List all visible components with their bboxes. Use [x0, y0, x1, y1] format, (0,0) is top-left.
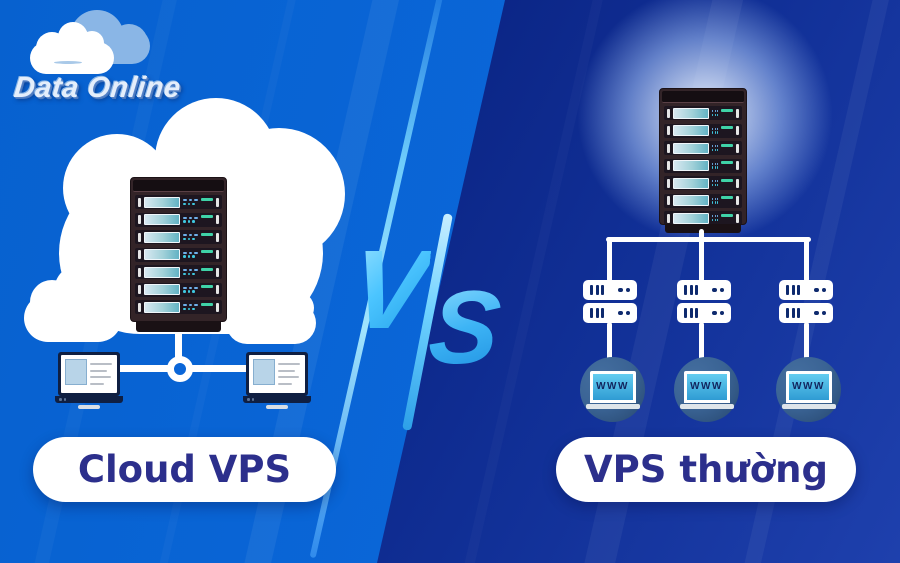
- laptop-base: [781, 403, 836, 409]
- laptop-screen: WWW: [589, 370, 636, 403]
- laptop-base: [585, 403, 640, 409]
- screen-image-placeholder: [253, 359, 275, 385]
- server-unit-icon: [664, 141, 742, 155]
- laptop-base: [679, 403, 734, 409]
- label-text: VPS thường: [584, 448, 828, 491]
- mini-server-icon: [779, 280, 833, 326]
- rack-top-panel: [662, 91, 744, 103]
- rack-pedestal: [665, 224, 741, 233]
- server-unit-icon: [664, 176, 742, 190]
- connector-line: [607, 322, 612, 362]
- server-rack-icon: [659, 88, 747, 225]
- server-unit-icon: [664, 158, 742, 173]
- server-unit-icon: [664, 123, 742, 138]
- server-unit-icon: [135, 230, 222, 244]
- rack-pedestal: [136, 321, 221, 332]
- connector-line: [606, 237, 811, 242]
- server-unit-icon: [135, 195, 222, 209]
- laptop-icon: WWW: [674, 357, 739, 422]
- server-unit-icon: [664, 193, 742, 208]
- rack-units: [131, 195, 226, 314]
- connector-line: [699, 229, 704, 241]
- network-node-icon: [167, 356, 193, 382]
- server-rack-icon: [130, 177, 227, 322]
- server-unit-icon: [135, 247, 222, 262]
- connector-line: [804, 322, 809, 362]
- connector-line: [804, 238, 809, 282]
- server-unit-icon: [135, 265, 222, 279]
- label-vps-thuong: VPS thường: [556, 437, 856, 502]
- rack-top-panel: [133, 180, 224, 192]
- connector-line: [607, 238, 612, 282]
- server-unit-icon: [664, 211, 742, 225]
- laptop-screen: WWW: [785, 370, 832, 403]
- monitor-icon: [243, 352, 311, 409]
- small-cloud-icon: [226, 276, 316, 346]
- small-cloud-icon: [24, 262, 122, 344]
- mini-server-icon: [583, 280, 637, 326]
- server-unit-icon: [135, 300, 222, 314]
- mini-server-icon: [677, 280, 731, 326]
- connector-line: [699, 322, 704, 362]
- monitor-icon: [55, 352, 123, 409]
- server-unit-icon: [664, 106, 742, 120]
- rack-units: [660, 106, 746, 225]
- connector-line: [175, 330, 182, 372]
- label-text: Cloud VPS: [77, 448, 292, 491]
- label-cloud-vps: Cloud VPS: [33, 437, 336, 502]
- versus-letter-v: V: [345, 227, 434, 352]
- connector-line: [699, 238, 704, 282]
- laptop-icon: WWW: [580, 357, 645, 422]
- laptop-icon: WWW: [776, 357, 841, 422]
- versus-letter-s: S: [423, 270, 506, 386]
- cloud-detail-line: [54, 61, 82, 64]
- server-unit-icon: [135, 282, 222, 297]
- server-unit-icon: [135, 212, 222, 227]
- brand-logo: Data Online: [8, 4, 218, 114]
- laptop-screen: WWW: [683, 370, 730, 403]
- screen-image-placeholder: [65, 359, 87, 385]
